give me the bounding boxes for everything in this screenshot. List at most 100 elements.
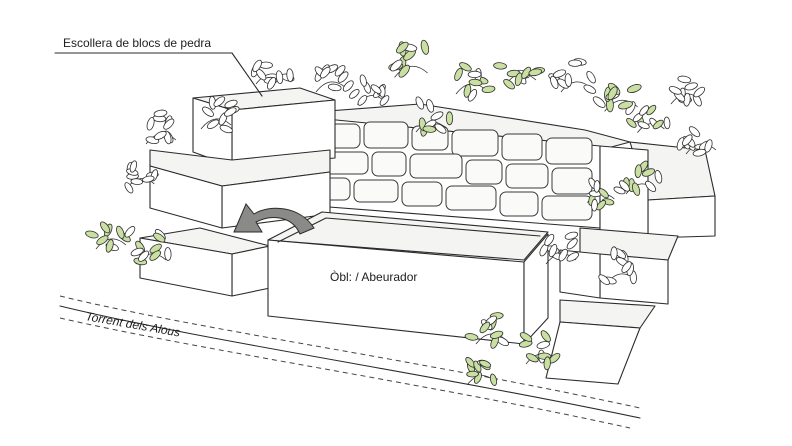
- leaf: [124, 226, 136, 238]
- trough: [267, 211, 549, 345]
- wall-label: Escollera de blocs de pedra: [63, 36, 211, 50]
- leaf: [489, 330, 504, 339]
- leaf: [359, 74, 367, 87]
- leaf: [202, 106, 214, 117]
- leaf: [153, 109, 168, 118]
- plant-cluster: [349, 74, 390, 106]
- leaf: [116, 225, 125, 239]
- leaf: [468, 78, 483, 87]
- rock-wall: [314, 103, 631, 229]
- plant-cluster: [250, 59, 295, 90]
- block-lower-left: [139, 227, 271, 297]
- leaf: [684, 82, 698, 91]
- leaf: [568, 59, 582, 67]
- leaf: [632, 182, 641, 196]
- leaf: [540, 330, 551, 343]
- plant-cluster: [314, 64, 354, 93]
- leaf: [379, 95, 390, 106]
- trough-label: Òbl: / Abeurador: [330, 269, 417, 284]
- leaf: [598, 274, 610, 286]
- leaf: [219, 124, 233, 134]
- leaf: [626, 84, 642, 93]
- leaf: [688, 126, 701, 138]
- plant-cluster: [619, 160, 663, 196]
- leaf: [654, 170, 663, 184]
- leaf: [668, 86, 682, 95]
- leaf: [390, 59, 403, 72]
- block-right-middle: [559, 227, 679, 305]
- leaf: [583, 84, 597, 94]
- leaf: [370, 84, 382, 94]
- plant-cluster: [592, 82, 642, 116]
- leaf: [489, 373, 498, 386]
- leaf: [445, 111, 454, 126]
- leaf: [607, 86, 618, 101]
- leaf: [521, 66, 532, 79]
- leaf: [146, 117, 155, 131]
- leaf: [566, 252, 580, 262]
- leaf: [275, 70, 284, 85]
- plant-cluster: [465, 357, 498, 386]
- leaf: [592, 96, 606, 108]
- leaf: [327, 83, 342, 92]
- leaf: [334, 65, 346, 77]
- leaf: [130, 247, 144, 257]
- plant-cluster: [676, 126, 717, 157]
- leaf: [105, 239, 114, 253]
- plant-cluster: [85, 221, 136, 253]
- leaf: [621, 261, 632, 273]
- plant-cluster: [548, 58, 597, 94]
- leaf: [479, 359, 492, 368]
- leaf: [543, 356, 551, 371]
- leaf: [503, 79, 515, 90]
- leaf: [682, 134, 693, 146]
- plant-cluster: [388, 39, 430, 78]
- plant-cluster: [539, 231, 580, 265]
- leaf: [398, 64, 410, 78]
- leaf: [637, 121, 650, 130]
- leaf: [138, 250, 150, 262]
- leaf: [693, 86, 706, 98]
- leaf: [652, 119, 664, 130]
- leaf: [593, 180, 601, 193]
- leaf: [613, 186, 626, 195]
- leaf: [430, 111, 444, 121]
- vegetation: [85, 39, 717, 386]
- leaf: [124, 182, 134, 194]
- leaf: [464, 333, 479, 341]
- leaf: [396, 41, 409, 54]
- leaf: [252, 59, 262, 73]
- leaf: [525, 353, 539, 363]
- leaf: [422, 125, 437, 133]
- leaf: [463, 84, 472, 98]
- leaf: [357, 95, 368, 106]
- plant-cluster: [130, 229, 172, 266]
- leaf: [100, 221, 111, 234]
- leaf: [459, 62, 472, 72]
- stream-label: Torrent dels Alous: [84, 309, 181, 339]
- leaf: [320, 66, 331, 79]
- plant-cluster: [454, 62, 496, 102]
- leaf: [634, 164, 642, 179]
- leaf: [267, 76, 277, 90]
- plant-cluster: [668, 75, 706, 107]
- leaf: [434, 123, 447, 134]
- leaf: [618, 100, 633, 110]
- leaf: [663, 116, 671, 130]
- plant-cluster: [518, 330, 561, 371]
- block-right-lower: [545, 299, 656, 385]
- leaf: [454, 67, 463, 81]
- leaf: [586, 70, 596, 84]
- leaf: [142, 175, 155, 183]
- leaf: [558, 248, 568, 262]
- leaf: [481, 85, 496, 93]
- leaf: [591, 198, 598, 212]
- leaf: [610, 246, 618, 261]
- plant-cluster: [626, 104, 671, 133]
- leaf: [342, 80, 354, 92]
- leaf: [129, 160, 138, 173]
- leaf: [466, 370, 479, 378]
- leaf: [548, 244, 558, 258]
- leaf: [153, 232, 166, 243]
